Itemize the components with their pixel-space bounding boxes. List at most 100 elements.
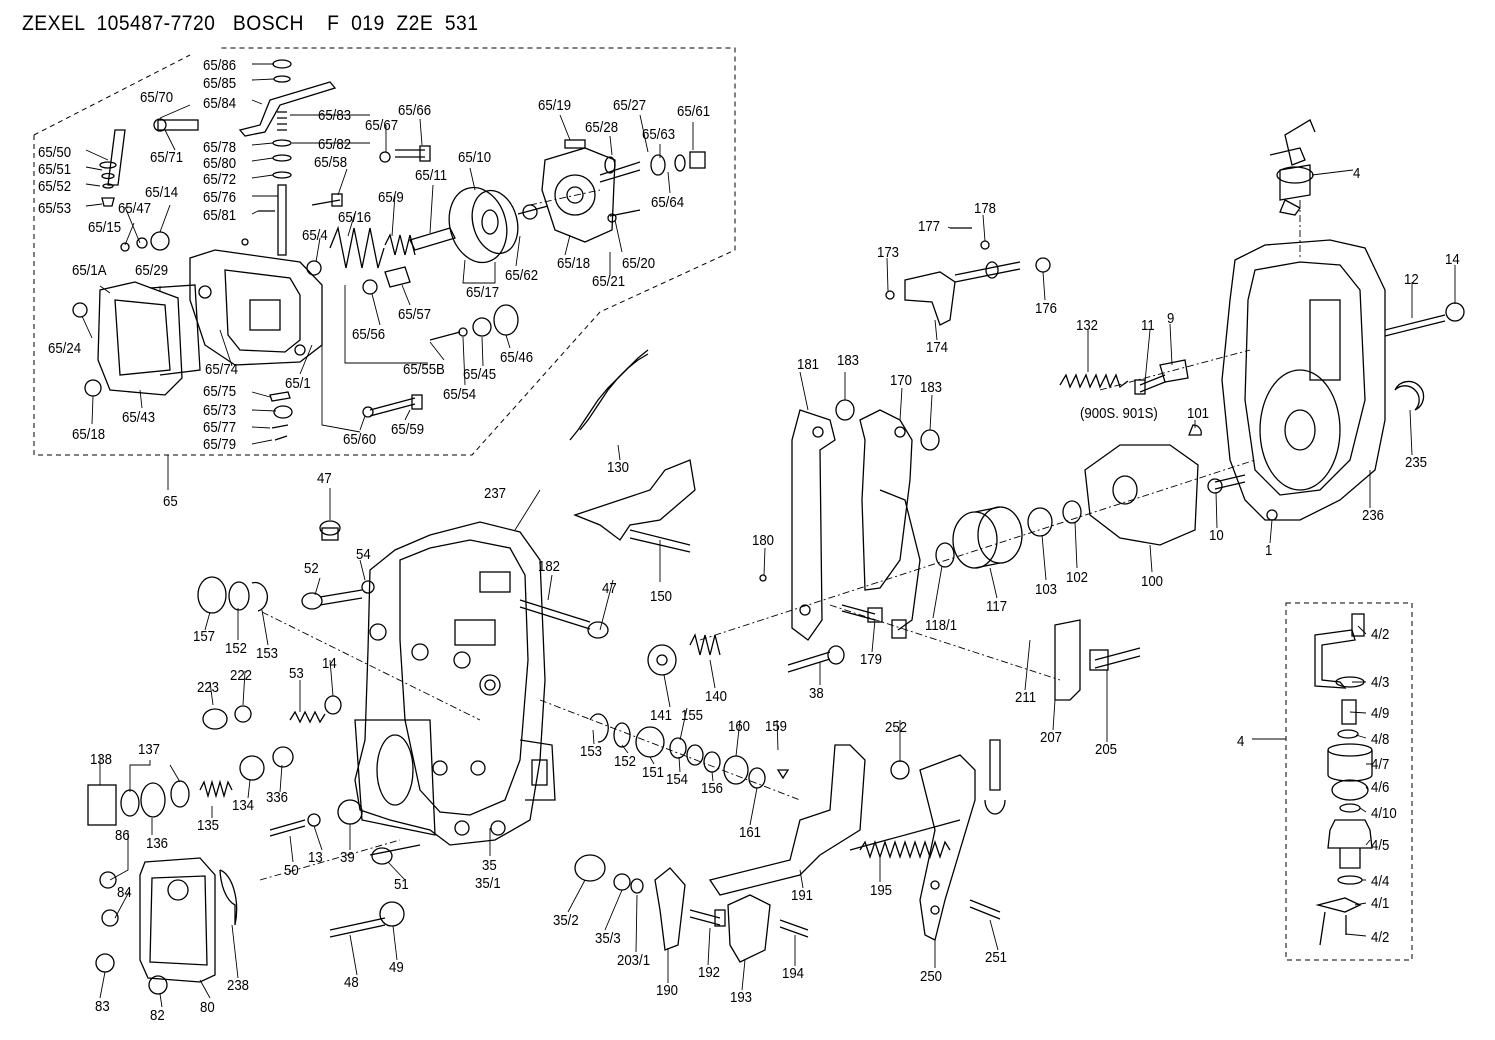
- part-label: 53: [289, 665, 304, 682]
- part-label: 65/27: [613, 97, 647, 114]
- part-label: 65/84: [203, 95, 237, 112]
- part-label: 155: [681, 707, 704, 724]
- part-label: 154: [666, 771, 689, 788]
- part-label: 65/80: [203, 155, 237, 172]
- part-label: 84: [117, 884, 132, 901]
- part-label: 65/24: [48, 340, 82, 357]
- part-label: 236: [1362, 507, 1385, 524]
- part-label: 65/64: [651, 194, 685, 211]
- leaders-65: [81, 63, 694, 445]
- part-label: 65/17: [466, 284, 500, 301]
- part-label: 65/11: [415, 167, 448, 184]
- part-label: 1: [1265, 542, 1273, 559]
- part-label: 65/1A: [72, 262, 107, 279]
- part-label: 11: [1141, 317, 1155, 334]
- part-label: 4/2: [1371, 929, 1390, 946]
- part-label: 14: [1445, 251, 1460, 268]
- part-label: 252: [885, 719, 908, 736]
- housing-left-parts: [87, 520, 421, 995]
- part-label: 138: [90, 751, 113, 768]
- part-label: 152: [225, 640, 248, 657]
- part-label: 161: [739, 824, 762, 841]
- part-label: 65/86: [203, 57, 237, 74]
- part-label: 140: [705, 688, 728, 705]
- part-label: 65/14: [145, 184, 179, 201]
- part-label: 65/52: [38, 178, 72, 195]
- governor-housing-1: [1207, 119, 1465, 521]
- part-label: 4/3: [1371, 674, 1390, 691]
- part-label: 50: [284, 862, 299, 879]
- part-label: 203/1: [617, 952, 651, 969]
- part-label: 191: [791, 887, 814, 904]
- part-label: 48: [344, 974, 359, 991]
- part-label: 47: [602, 580, 617, 597]
- part-label: 65/83: [318, 107, 352, 124]
- part-label: 4/9: [1371, 705, 1390, 722]
- part-label: 4/8: [1371, 731, 1390, 748]
- part-label: 65/47: [118, 200, 152, 217]
- part-label: 35/2: [553, 912, 579, 929]
- part-label: 65/71: [150, 149, 184, 166]
- part-label: 103: [1035, 581, 1058, 598]
- part-label: 9: [1167, 310, 1175, 327]
- group-65-boundary: [33, 47, 736, 490]
- part-label: 83: [95, 998, 110, 1015]
- part-label: 4/4: [1371, 873, 1390, 890]
- part-label: 4/5: [1371, 837, 1390, 854]
- part-label: 65/20: [622, 255, 656, 272]
- part-label: 194: [782, 965, 805, 982]
- part-label: 65/57: [398, 306, 432, 323]
- part-label: 65/53: [38, 200, 72, 217]
- part-label: 237: [484, 485, 507, 502]
- part-label: 65/18: [72, 426, 106, 443]
- part-label: 4/1: [1371, 895, 1390, 912]
- part-label: 4: [1237, 733, 1245, 750]
- part-label: 65/66: [398, 102, 432, 119]
- part-label: 65/9: [378, 189, 404, 206]
- part-label: 183: [837, 352, 860, 369]
- lever-assembly: [759, 227, 1202, 941]
- part-label: 205: [1095, 741, 1118, 758]
- group-4-parts: [1314, 613, 1373, 946]
- part-label: 65/21: [592, 273, 626, 290]
- part-label: 12: [1404, 271, 1419, 288]
- part-label: 65/74: [205, 361, 239, 378]
- part-label: 38: [809, 685, 824, 702]
- part-label: 65/16: [338, 209, 372, 226]
- part-label: 51: [394, 876, 409, 893]
- cover-plate-65-43: [97, 281, 201, 396]
- part-label: 65/70: [140, 89, 174, 106]
- part-label: 65/73: [203, 402, 237, 419]
- part-label: 176: [1035, 300, 1058, 317]
- part-label: 65/76: [203, 189, 237, 206]
- part-label: 159: [765, 718, 788, 735]
- part-label: 86: [115, 827, 130, 844]
- part-label: 65/19: [538, 97, 572, 114]
- part-label: 54: [356, 546, 371, 563]
- part-label: 180: [752, 532, 775, 549]
- part-label: 4/2: [1371, 626, 1390, 643]
- center-parts: [519, 349, 961, 963]
- part-label: 101: [1187, 405, 1210, 422]
- part-label: 65/29: [135, 262, 169, 279]
- part-label: 141: [650, 707, 673, 724]
- assembly-axis-lines: [259, 189, 1301, 881]
- part-label: 65/4: [302, 227, 328, 244]
- part-label: 174: [926, 339, 949, 356]
- part-label: 4/10: [1371, 805, 1397, 822]
- part-label: 136: [146, 835, 169, 852]
- part-label: 65/79: [203, 436, 237, 453]
- part-label: 223: [197, 679, 220, 696]
- part-label: 137: [138, 741, 161, 758]
- part-label: 39: [340, 849, 355, 866]
- part-label: 65/46: [500, 349, 534, 366]
- part-label: 65/81: [203, 207, 237, 224]
- part-label: 4/7: [1371, 756, 1390, 773]
- part-label: 65/75: [203, 383, 237, 400]
- part-label: 65/18: [557, 255, 591, 272]
- part-label: 65/60: [343, 431, 377, 448]
- part-label: 195: [870, 882, 893, 899]
- part-label: 65/28: [585, 119, 619, 136]
- part-label: 153: [256, 645, 279, 662]
